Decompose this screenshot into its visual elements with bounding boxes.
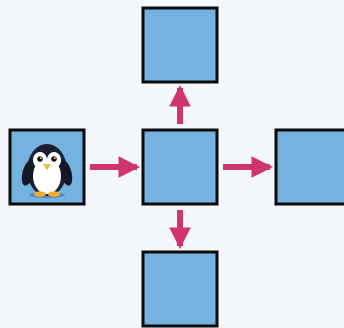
top-tile (141, 6, 219, 84)
right-tile (274, 128, 344, 206)
penguin-icon (21, 144, 73, 198)
bottom-tile (141, 250, 219, 328)
center-tile (141, 128, 219, 206)
